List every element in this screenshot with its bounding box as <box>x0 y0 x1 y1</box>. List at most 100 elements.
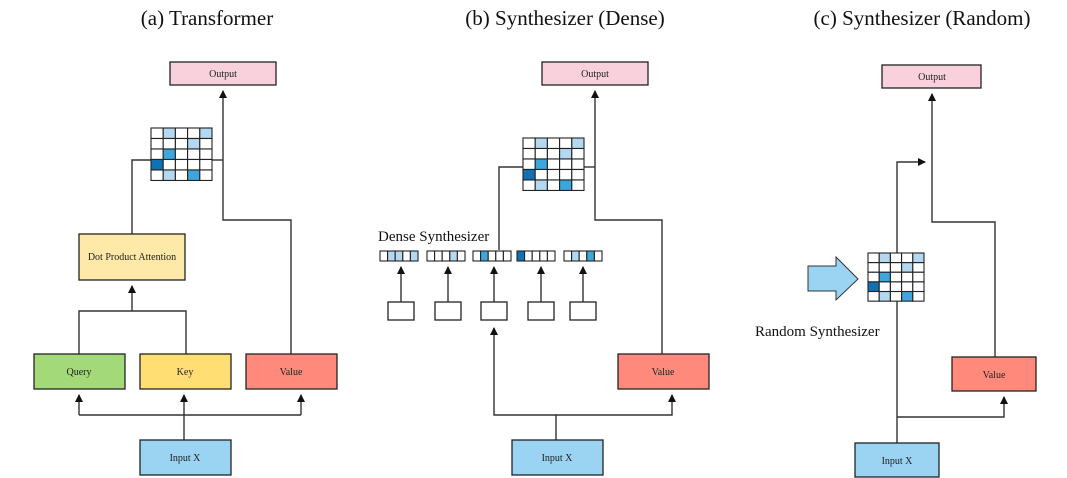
synth-to-matrix-line <box>498 166 523 250</box>
matrix-cell <box>571 158 585 171</box>
matrix-cell <box>534 137 548 150</box>
query-label: Query <box>67 367 92 378</box>
vector-cell <box>495 250 504 262</box>
input-to-merge-arrow <box>896 158 926 443</box>
key-label: Key <box>177 367 194 378</box>
vector-cell <box>563 250 573 262</box>
output-label: Output <box>918 72 946 83</box>
vector-cell <box>531 250 541 262</box>
matrix-cell <box>162 169 176 182</box>
vector-cell <box>593 250 603 262</box>
vector-cell <box>456 250 466 262</box>
matrix-cell <box>199 148 213 161</box>
matrix-cell <box>522 179 536 192</box>
matrix-cell <box>162 158 176 171</box>
query-box: Query <box>33 353 126 390</box>
matrix-cell <box>150 148 164 161</box>
matrix-cell <box>878 262 891 273</box>
matrix-cell <box>174 148 189 161</box>
matrix-cell <box>878 271 891 283</box>
value-label: Value <box>983 370 1006 381</box>
vector-cell <box>539 250 548 262</box>
output-box: Output <box>541 61 649 86</box>
matrix-cell <box>546 158 561 171</box>
panel-a: Output Dot Product Attention Query Key V… <box>33 61 338 476</box>
matrix-cell <box>559 168 573 181</box>
matrix-cell <box>867 252 880 264</box>
attention-label: Dot Product Attention <box>88 252 176 263</box>
output-box: Output <box>169 61 277 86</box>
input-to-value-arrow <box>897 396 1008 418</box>
matrix-cell <box>559 179 573 192</box>
vector-cell <box>394 250 404 262</box>
vector-cell <box>516 250 526 262</box>
vector-cell <box>578 250 588 262</box>
panel-b: Output Dense Synthesizer Value Input X <box>378 61 710 476</box>
matrix-cell <box>559 147 573 160</box>
vector-cell <box>546 250 556 262</box>
matrix-cell <box>912 252 925 264</box>
input-to-synth-arrow <box>490 327 557 440</box>
matrix-cell <box>559 158 573 171</box>
attention-matrix <box>150 127 213 182</box>
attention-box: Dot Product Attention <box>78 233 186 281</box>
matrix-cell <box>522 137 536 150</box>
vector-cell <box>502 250 512 262</box>
value-to-output-arrow <box>591 90 663 354</box>
matrix-cell <box>199 137 213 150</box>
input-box: Input X <box>511 439 604 476</box>
matrix-cell <box>878 252 891 264</box>
matrix-cell <box>162 137 176 150</box>
matrix-cell <box>901 252 914 264</box>
vector-cell <box>434 250 443 262</box>
matrix-cell <box>912 271 925 283</box>
attention-to-matrix-line <box>131 159 151 234</box>
matrix-cell <box>187 127 201 140</box>
matrix-cell <box>534 158 548 171</box>
matrix-cell <box>187 148 201 161</box>
input-rect <box>511 439 604 476</box>
matrix-cell <box>199 169 213 182</box>
matrix-cell <box>571 179 585 192</box>
matrix-cell <box>534 179 548 192</box>
projection-box <box>480 301 508 321</box>
dense-vector <box>472 250 512 321</box>
matrix-cell <box>889 271 903 283</box>
matrix-cell <box>867 290 880 302</box>
vector-cell <box>402 250 411 262</box>
matrix-cell <box>878 281 891 293</box>
matrix-cell <box>546 179 561 192</box>
panel-c-title: (c) Synthesizer (Random) <box>814 6 1031 30</box>
vector-cell <box>586 250 595 262</box>
matrix-cell <box>522 158 536 171</box>
matrix-cell <box>901 281 914 293</box>
value-rect <box>617 353 710 390</box>
key-rect <box>139 353 232 390</box>
attention-rect <box>78 233 186 281</box>
matrix-cell <box>867 281 880 293</box>
matrix-cell <box>174 127 189 140</box>
value-rect <box>951 356 1037 392</box>
matrix-cell <box>534 147 548 160</box>
vector-cell <box>379 250 389 262</box>
vector-cell <box>387 250 396 262</box>
matrix-cell <box>912 262 925 273</box>
matrix-cell <box>889 281 903 293</box>
vector-cell <box>426 250 436 262</box>
random-synthesizer-label: Random Synthesizer <box>755 324 880 340</box>
vector-cell <box>472 250 482 262</box>
matrix-cell <box>187 169 201 182</box>
value-label: Value <box>652 367 675 378</box>
dense-synthesizer-label: Dense Synthesizer <box>378 229 489 245</box>
output-box: Output <box>881 64 982 89</box>
value-to-output-arrow <box>928 93 996 357</box>
output-rect <box>881 64 982 89</box>
output-rect <box>541 61 649 86</box>
matrix-cell <box>889 290 903 302</box>
matrix-cell <box>571 168 585 181</box>
matrix-cell <box>571 147 585 160</box>
projection-box <box>527 301 555 321</box>
random-synthesizer-arrow-icon <box>807 255 859 302</box>
matrix-cell <box>150 158 164 171</box>
output-label: Output <box>581 69 609 80</box>
